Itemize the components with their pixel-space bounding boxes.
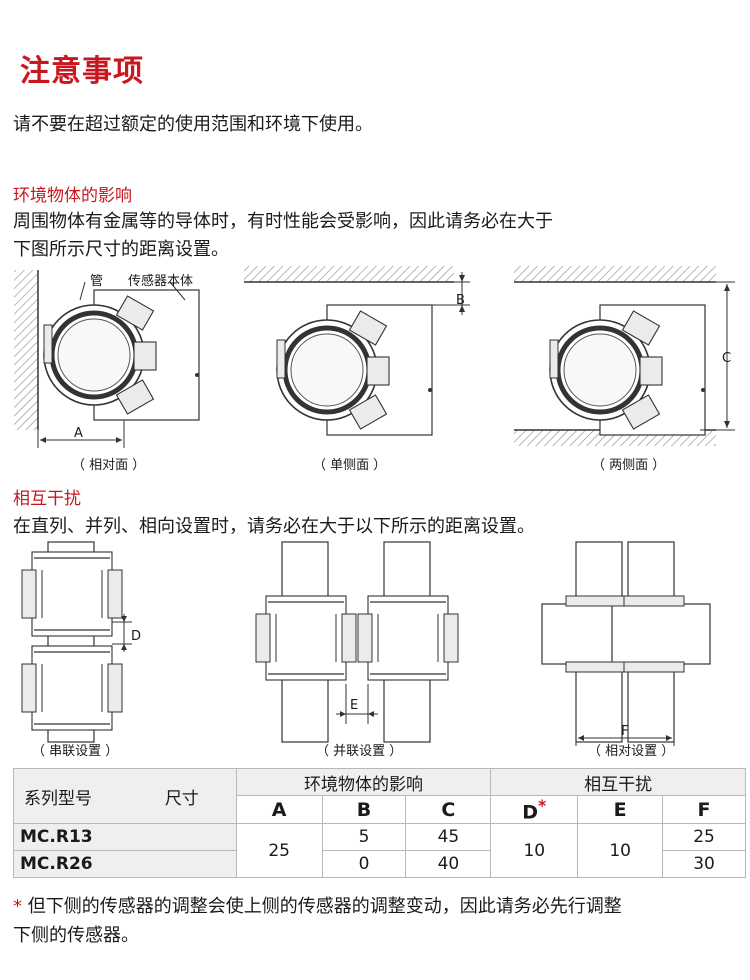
header-b: B <box>321 794 407 825</box>
env-text-line2: 下图所示尺寸的距离设置。 <box>13 239 229 260</box>
env-heading: 环境物体的影响 <box>13 186 132 206</box>
header-env-group: 环境物体的影响 <box>235 768 492 796</box>
spec-table: 系列型号 尺寸 环境物体的影响 相互干扰 A B C D* E F MC.R13… <box>13 767 746 879</box>
diagram-opposite <box>541 541 711 746</box>
table-row: MC.R13 25 5 45 10 10 25 <box>13 823 746 879</box>
value-f-r26: 30 <box>662 850 746 879</box>
value-e: 10 <box>577 823 664 879</box>
caption-two-sides: （ 两侧面 ） <box>592 458 665 473</box>
header-c: C <box>405 794 492 825</box>
value-f-r13: 25 <box>662 823 746 852</box>
header-a: A <box>235 794 323 825</box>
value-d: 10 <box>490 823 579 879</box>
caption-opposite: （ 相对设置 ） <box>588 744 674 759</box>
mutual-heading: 相互干扰 <box>13 489 81 509</box>
header-d: D* <box>490 794 579 825</box>
value-c-r26: 40 <box>405 850 492 879</box>
footnote-star: * <box>13 896 22 917</box>
diagram-one-side <box>244 266 470 435</box>
caption-series: （ 串联设置 ） <box>32 744 118 759</box>
caption-face: （ 相对面 ） <box>72 458 145 473</box>
header-series: 系列型号 <box>24 788 92 809</box>
value-a: 25 <box>235 823 323 879</box>
value-b-r26: 0 <box>321 850 407 879</box>
diagram-parallel <box>255 541 459 743</box>
dim-b: B <box>456 293 465 308</box>
mutual-diagrams: D E F （ 串联设置 ） （ 并联设置 ） （ 相对设置 ） <box>21 541 711 759</box>
header-mutual-group: 相互干扰 <box>490 768 746 796</box>
header-f: F <box>662 794 746 825</box>
footnote-text1: 但下侧的传感器的调整会使上侧的传感器的调整变动，因此请务必先行调整 <box>22 896 622 917</box>
label-sensor-body: 传感器本体 <box>128 273 193 289</box>
model-mcr26: MC.R26 <box>13 850 237 879</box>
footnote-line1: * 但下侧的传感器的调整会使上侧的传感器的调整变动，因此请务必先行调整 <box>13 892 622 918</box>
caption-one-side: （ 单侧面 ） <box>313 458 386 473</box>
table-row: MC.R26 0 40 30 <box>13 850 746 879</box>
value-b-r13: 5 <box>321 823 407 852</box>
caption-parallel: （ 并联设置 ） <box>316 744 402 759</box>
header-d-letter: D <box>522 801 539 824</box>
page-title: 注意事项 <box>20 54 144 89</box>
header-series-size: 系列型号 尺寸 <box>13 767 237 825</box>
mutual-text: 在直列、并列、相向设置时，请务必在大于以下所示的距离设置。 <box>13 516 535 537</box>
header-e: E <box>577 794 664 825</box>
environment-diagrams: 管 传感器本体 A B C （ 相对面 ） （ 单侧面 ） （ 两侧面 ） <box>14 266 735 473</box>
env-text-line1: 周围物体有金属等的导体时，有时性能会受影响，因此请务必在大于 <box>13 211 553 232</box>
footnote-line2: 下侧的传感器。 <box>13 925 139 946</box>
model-mcr13: MC.R13 <box>13 823 237 852</box>
label-pipe: 管 <box>90 274 103 289</box>
diagram-series <box>21 541 132 743</box>
header-d-star: * <box>538 796 547 815</box>
dim-f: F <box>621 724 628 739</box>
diagram-two-sides <box>514 266 735 446</box>
dim-a: A <box>74 426 83 441</box>
dim-c: C <box>722 351 731 366</box>
intro-text: 请不要在超过额定的使用范围和环境下使用。 <box>13 114 373 135</box>
dim-d: D <box>131 629 141 644</box>
dim-e: E <box>350 698 358 713</box>
value-c-r13: 45 <box>405 823 492 852</box>
diagram-face <box>14 270 199 448</box>
header-size: 尺寸 <box>164 788 199 809</box>
